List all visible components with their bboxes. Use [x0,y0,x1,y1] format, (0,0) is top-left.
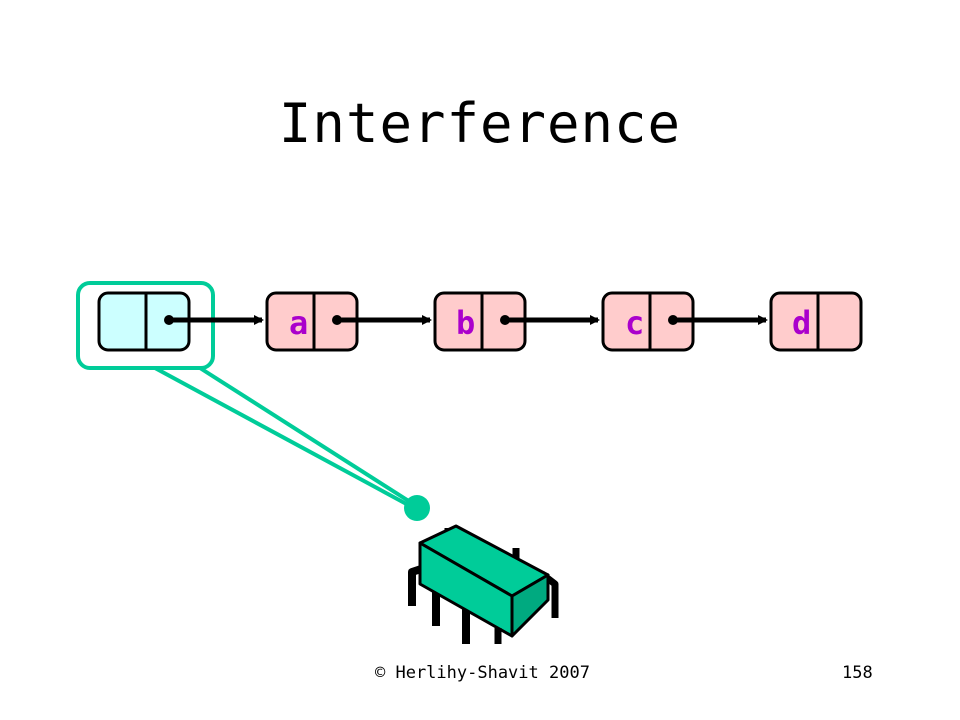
node-label-d: d [792,304,811,342]
thread-pointer-line-left [154,366,413,509]
thread-pointer-dot [404,495,430,521]
node-label-a: a [289,304,308,342]
thread-selection-highlight [76,281,215,370]
slide-title: Interference [278,92,682,155]
list-node-a: a [265,291,359,352]
page-number: 158 [842,663,873,683]
node-label-b: b [456,304,475,342]
next-pointer-arrows [164,315,768,325]
footer-copyright: © Herlihy-Shavit 2007 [375,663,590,683]
thread-bug-icon [408,524,559,644]
node-label-c: c [625,304,644,342]
list-node-d: d [769,291,863,352]
thread-pointer-line-right [198,366,417,507]
